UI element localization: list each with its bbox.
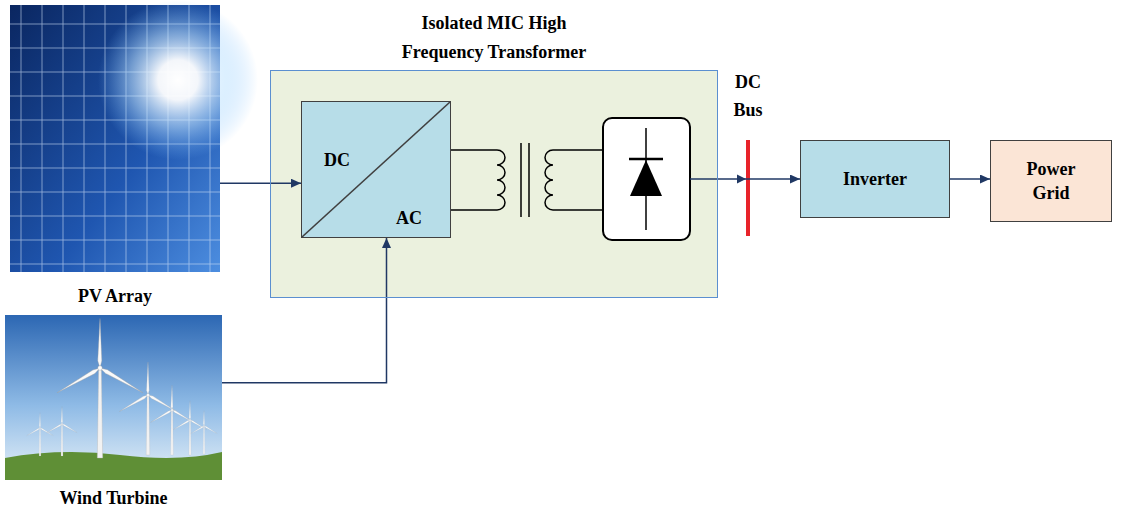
ground: [5, 452, 222, 480]
core-line: [528, 143, 530, 217]
turbine: [56, 319, 144, 459]
rectifier-symbol: [603, 118, 690, 240]
primary-coil: [497, 150, 505, 210]
wind-turbine-picture: Wind Turbine: [5, 315, 222, 480]
turbine: [119, 362, 178, 455]
wire: [553, 209, 603, 211]
wire: [450, 209, 497, 211]
dc-bus-bar: [746, 140, 750, 236]
wire: [450, 149, 497, 151]
picture-caption: PV Array: [78, 284, 152, 308]
turbine: [46, 406, 77, 456]
turbine: [26, 413, 53, 456]
box-label: Power Grid: [1007, 157, 1095, 206]
core-line: [520, 143, 522, 217]
transformer-symbol: [450, 143, 603, 217]
flow-arrow: [718, 178, 800, 180]
inverter-box: Inverter: [800, 140, 950, 218]
isolated-mic-box: Isolated MIC High Frequency TransformerD…: [270, 70, 718, 298]
power-grid-box: Power Grid: [990, 140, 1112, 222]
box-label: AC: [396, 206, 422, 230]
diagonal-line: [302, 102, 450, 237]
rectifier-box: [603, 118, 690, 240]
flow-arrow: [950, 178, 990, 180]
diode-bar: [629, 158, 663, 161]
diode-triangle: [630, 160, 662, 196]
mic-box-fill: [270, 70, 718, 298]
turbine: [150, 385, 194, 455]
dc-bus-label: DC Bus: [725, 68, 771, 124]
pv-array-illustration: [10, 0, 258, 272]
pv-array-picture: PV Array: [10, 5, 220, 272]
wire: [553, 149, 603, 151]
flow-arrow: [220, 182, 301, 184]
sky: [5, 315, 222, 480]
box-label: DC: [324, 148, 350, 172]
picture-caption: Wind Turbine: [59, 486, 167, 510]
sun-glow: [98, 0, 258, 160]
output-wire: [690, 178, 718, 180]
flow-arrow: [222, 238, 387, 383]
group-heading: Isolated MIC High Frequency Transformer: [389, 9, 599, 67]
box-label: Inverter: [843, 167, 907, 191]
wind-turbine-illustration: [5, 315, 222, 480]
turbine: [190, 411, 217, 454]
dc-ac-converter-box: DC AC: [301, 101, 451, 238]
secondary-coil: [545, 150, 553, 210]
